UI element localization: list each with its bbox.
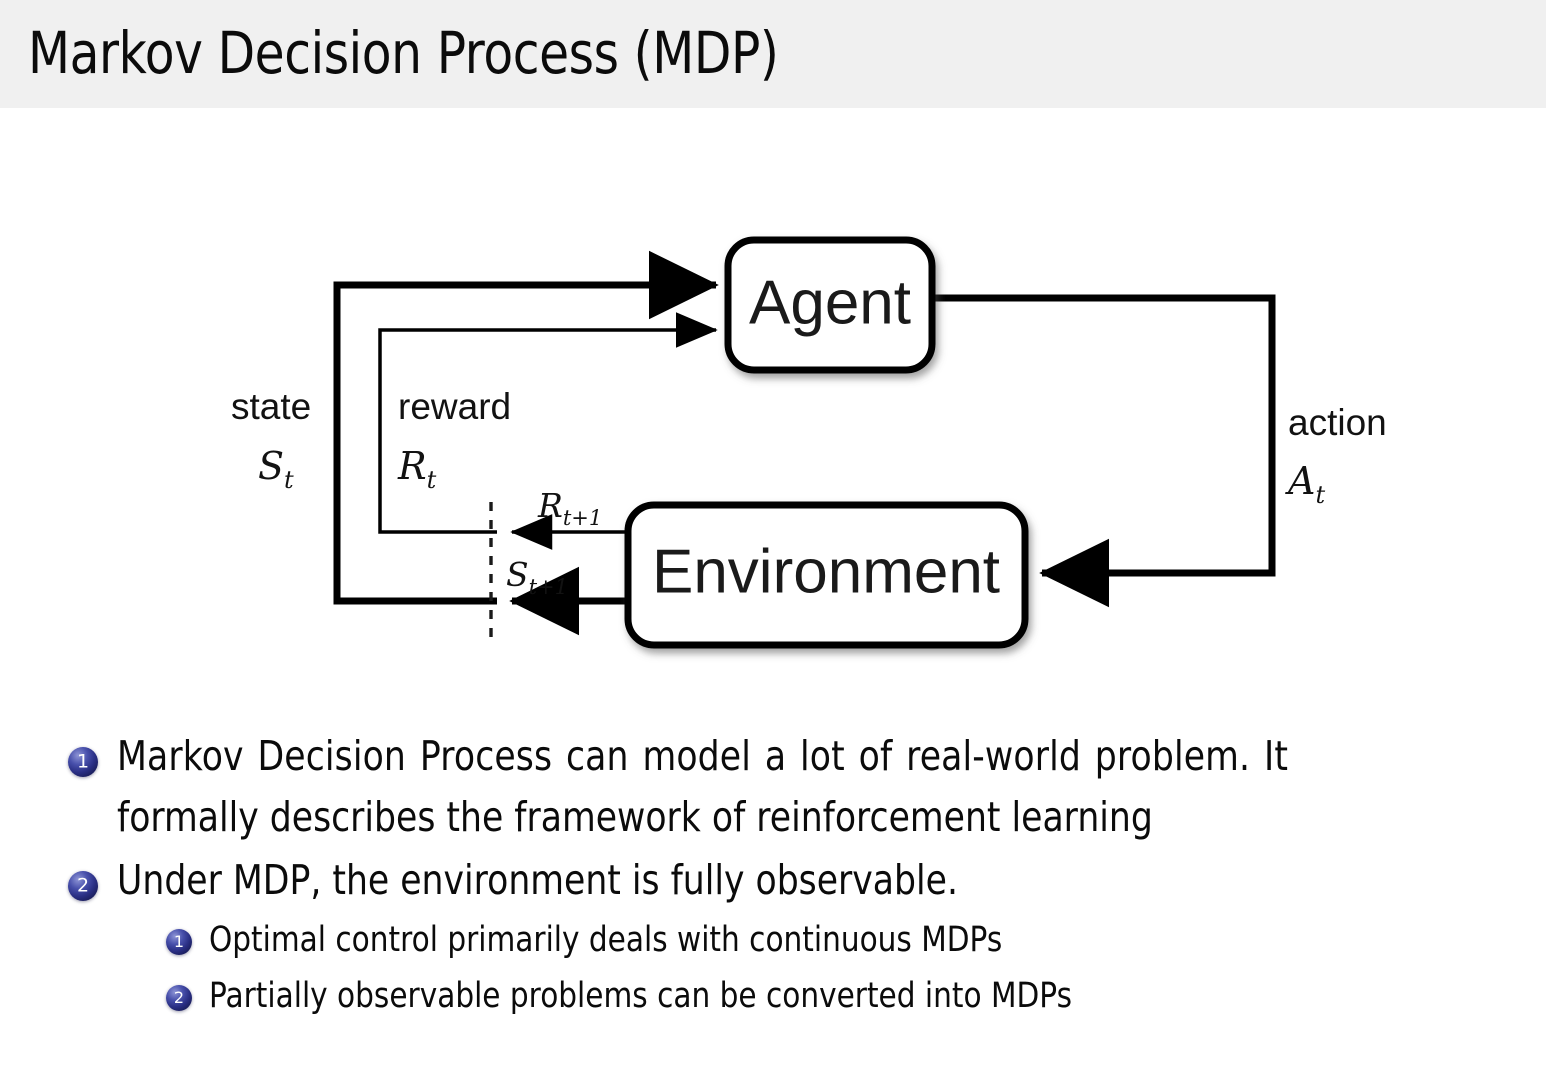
slide-header: Markov Decision Process (MDP)	[0, 0, 1546, 108]
edge-reward-path	[378, 312, 718, 534]
edge-label-next-state: St+1	[506, 555, 568, 599]
sub-bullet-text-2: Partially observable problems can be con…	[209, 976, 1072, 1016]
bullet-text-1: Markov Decision Process can model a lot …	[117, 732, 1289, 841]
environment-label: Environment	[652, 537, 1000, 606]
edge-state-path	[333, 250, 719, 605]
edge-label-reward-symbol: Rt	[397, 444, 437, 494]
list-item: 1 Optimal control primarily deals with c…	[0, 913, 1546, 967]
bullet-list: 1 Markov Decision Process can model a lo…	[0, 726, 1546, 1025]
sub-bullet-text-1: Optimal control primarily deals with con…	[209, 920, 1003, 960]
edge-label-reward-word: reward	[398, 386, 511, 427]
edge-label-action-symbol: At	[1285, 459, 1325, 509]
bullet-badge-2: 2	[68, 871, 98, 901]
edge-label-state-word: state	[231, 386, 311, 427]
bullet-badge-1: 1	[68, 747, 98, 777]
sub-bullet-badge-1: 1	[166, 929, 192, 955]
list-item: 2 Under MDP, the environment is fully ob…	[0, 850, 1546, 911]
agent-box	[724, 236, 936, 374]
edge-label-action-word: action	[1288, 402, 1387, 443]
environment-box	[624, 501, 1029, 649]
mdp-diagram: Agent Environment state St reward Rt act…	[0, 108, 1546, 718]
node-agent	[724, 236, 936, 374]
agent-label: Agent	[749, 268, 911, 337]
edge-label-next-reward: Rt+1	[537, 486, 602, 530]
bullet-text-2: Under MDP, the environment is fully obse…	[117, 856, 958, 904]
edge-action-path	[932, 294, 1276, 608]
edge-label-state-symbol: St	[258, 444, 294, 494]
node-environment	[624, 501, 1029, 649]
list-item: 1 Markov Decision Process can model a lo…	[0, 726, 1546, 848]
sub-bullet-badge-2: 2	[166, 985, 192, 1011]
page-title: Markov Decision Process (MDP)	[28, 19, 779, 87]
list-item: 2 Partially observable problems can be c…	[0, 969, 1546, 1023]
